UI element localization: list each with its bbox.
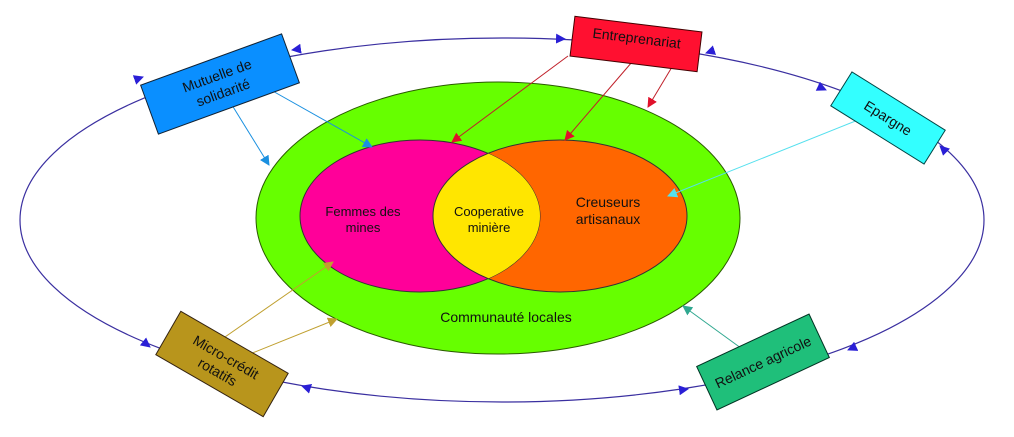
relance-box: Relance agricole bbox=[696, 313, 830, 411]
epargne-box: Epargne bbox=[830, 71, 946, 165]
community-label: Communauté locales bbox=[440, 309, 572, 325]
cooperative-lens bbox=[432, 140, 540, 292]
microcredit-box: Micro-créditrotatifs bbox=[155, 310, 289, 418]
mutuelle-box: Mutuelle desolidarité bbox=[139, 33, 301, 135]
cycle-ring bbox=[19, 37, 985, 403]
entreprenariat-box: Entreprenariat bbox=[569, 15, 703, 73]
influence-arrows bbox=[211, 55, 859, 361]
